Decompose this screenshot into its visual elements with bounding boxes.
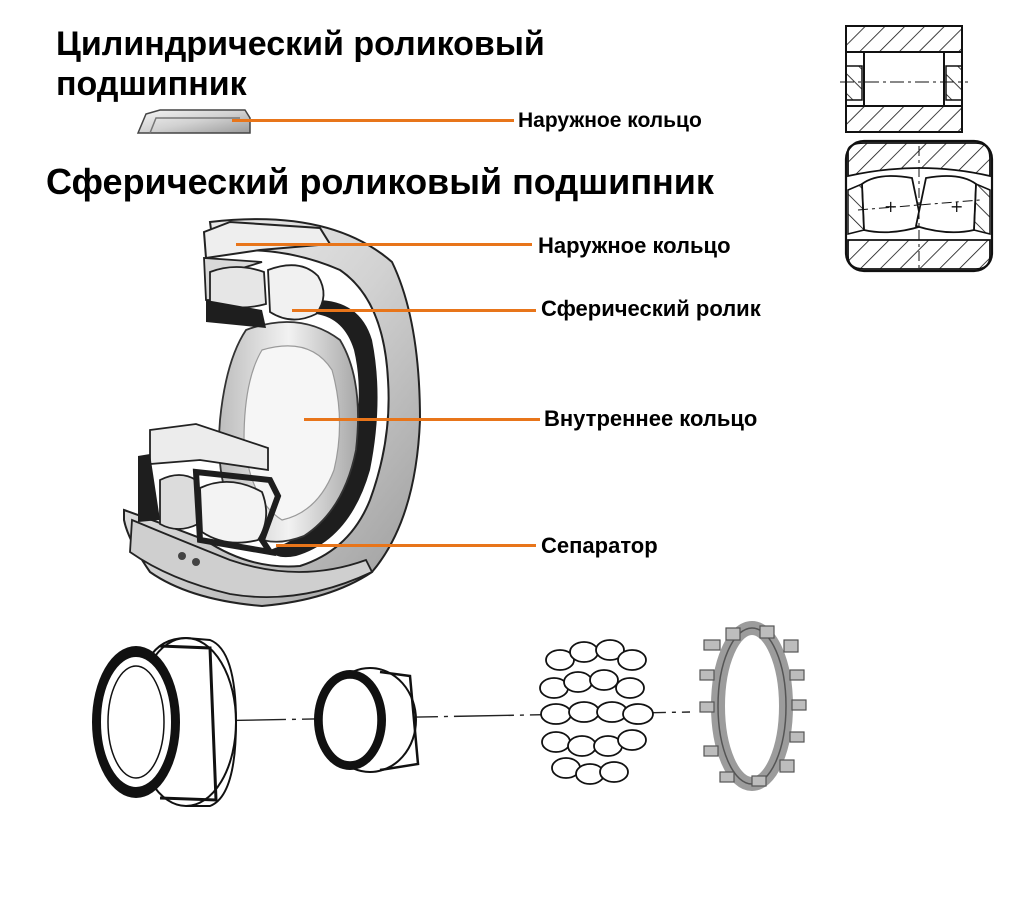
leader-line-cage	[276, 544, 536, 547]
exploded-cage	[699, 621, 807, 791]
cylindrical-bearing-fragment	[136, 109, 251, 134]
spherical-section-diagram: + +	[844, 139, 994, 273]
label-spherical-roller: Сферический ролик	[541, 296, 761, 321]
spherical-bearing-cutaway	[123, 218, 422, 608]
label-outer-ring: Наружное кольцо	[538, 233, 731, 258]
exploded-rollers	[539, 639, 654, 785]
svg-text:+: +	[884, 197, 897, 216]
exploded-outer-ring	[92, 636, 238, 807]
cylindrical-bearing-title: Цилиндрический роликовый подшипник	[56, 25, 545, 103]
leader-line-outer-ring	[236, 243, 532, 246]
leader-line-inner-ring	[304, 418, 540, 421]
spherical-bearing-title: Сферический роликовый подшипник	[46, 161, 714, 202]
exploded-view	[92, 621, 807, 807]
label-cyl-outer-ring: Наружное кольцо	[518, 109, 702, 132]
cylindrical-section-diagram	[840, 25, 968, 133]
leader-line-cyl-outer-ring	[232, 119, 514, 122]
exploded-inner-ring	[314, 667, 420, 773]
label-cage: Сепаратор	[541, 533, 658, 558]
svg-text:+: +	[950, 197, 963, 216]
leader-line-roller	[292, 309, 536, 312]
label-inner-ring: Внутреннее кольцо	[544, 406, 758, 431]
